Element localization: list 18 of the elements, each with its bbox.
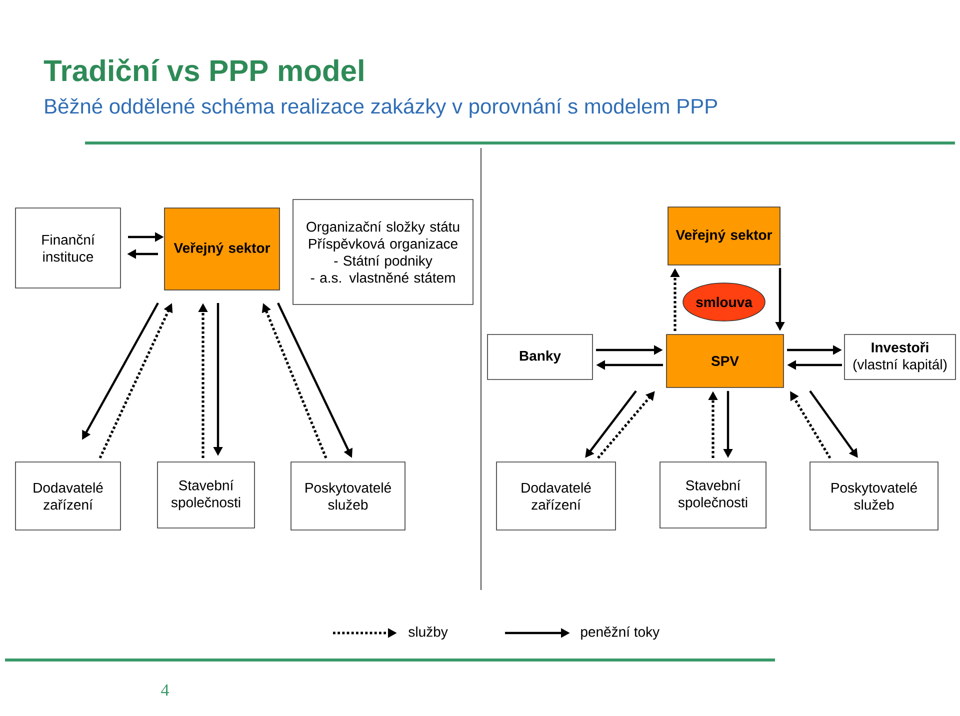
supplier-box: Dodavatelé zařízení xyxy=(496,462,616,530)
legend-text: služby xyxy=(408,626,448,640)
company-box: Stavební společnosti xyxy=(157,462,255,528)
organization-box: Organizační složky státu Příspěvková organizace - Státní podniky - a.s. vlastněné státem xyxy=(292,199,474,305)
institution-box: Finanční instituce xyxy=(15,208,121,288)
spv-box: SPV xyxy=(666,334,784,388)
investor-box: Investoři (vlastní kapitál) xyxy=(844,334,956,380)
title: Tradiční vs PPP model xyxy=(44,58,364,82)
legend-text: peněžní toky xyxy=(581,626,660,640)
supplier-box: Dodavatelé zařízení xyxy=(15,462,121,530)
subtitle: Běžné oddělené schéma realizace zakázky v porovnání s modelem PPP xyxy=(45,98,717,118)
bank-box: Banky xyxy=(487,334,593,380)
sector-box: Veřejný sektor xyxy=(668,206,780,266)
provider-box: Poskytovatelé služeb xyxy=(290,462,406,530)
provider-box: Poskytovatelé služeb xyxy=(810,462,938,530)
company-box: Stavební společnosti xyxy=(660,462,766,528)
page-number: 4 xyxy=(161,684,169,696)
sector-box: Veřejný sektor xyxy=(164,208,280,290)
